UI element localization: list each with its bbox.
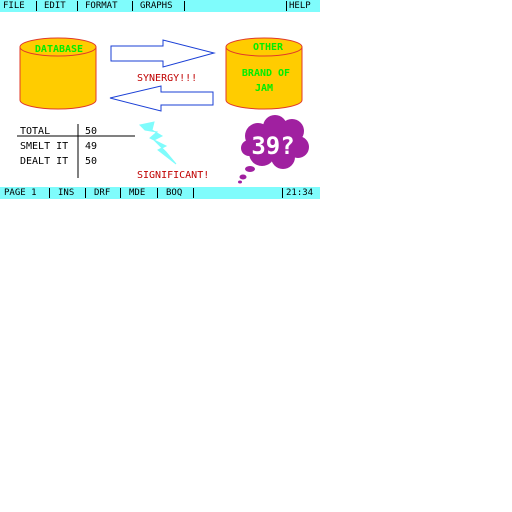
thought-bubble-icon <box>238 115 309 184</box>
status-separator <box>282 188 283 198</box>
table-row-label: SMELT IT <box>20 141 68 152</box>
table-row-value: 50 <box>85 156 97 167</box>
bubble-text: 39? <box>251 132 294 160</box>
status-ins: INS <box>58 188 75 198</box>
menu-separator <box>77 1 78 11</box>
arrow-right-icon <box>110 39 216 68</box>
lightning-bolt-icon <box>138 121 177 165</box>
status-mde: MDE <box>129 188 146 198</box>
table-row-value: 50 <box>85 126 97 137</box>
status-separator <box>49 188 50 198</box>
menu-graphs[interactable]: GRAPHS <box>140 1 173 11</box>
status-bar: PAGE 1 INS DRF MDE BOQ 21:34 <box>0 187 320 199</box>
significant-label: SIGNIFICANT! <box>137 170 209 181</box>
database-cylinder-icon <box>225 37 303 110</box>
status-separator <box>120 188 121 198</box>
menu-help[interactable]: HELP <box>289 1 311 11</box>
status-drf: DRF <box>94 188 111 198</box>
status-clock: 21:34 <box>286 188 314 198</box>
menu-separator <box>286 1 287 11</box>
status-separator <box>193 188 194 198</box>
other-db-label-line3: JAM <box>255 83 273 94</box>
menu-bar: FILE EDIT FORMAT GRAPHS HELP <box>0 0 320 12</box>
menu-file[interactable]: FILE <box>3 1 25 11</box>
menu-separator <box>36 1 37 11</box>
menu-edit[interactable]: EDIT <box>44 1 66 11</box>
drawing-canvas: DATABASE OTHER BRAND OF JAM SYNERGY!!! S… <box>17 37 309 184</box>
other-db-label-line1: OTHER <box>253 42 284 53</box>
table-row-label: TOTAL <box>20 126 50 137</box>
status-page: PAGE 1 <box>4 188 37 198</box>
status-boq: BOQ <box>166 188 183 198</box>
menu-separator <box>184 1 185 11</box>
other-db-label-line2: BRAND OF <box>242 68 290 79</box>
table-row-label: DEALT IT <box>20 156 68 167</box>
status-separator <box>85 188 86 198</box>
table-row-value: 49 <box>85 141 97 152</box>
status-separator <box>157 188 158 198</box>
database-label: DATABASE <box>35 44 83 55</box>
menu-separator <box>132 1 133 11</box>
menu-format[interactable]: FORMAT <box>85 1 118 11</box>
app-screen: FILE EDIT FORMAT GRAPHS HELP DATABASE OT… <box>0 0 320 200</box>
database-cylinder-icon <box>19 37 97 110</box>
arrow-left-icon <box>109 85 214 112</box>
synergy-label: SYNERGY!!! <box>137 73 197 84</box>
